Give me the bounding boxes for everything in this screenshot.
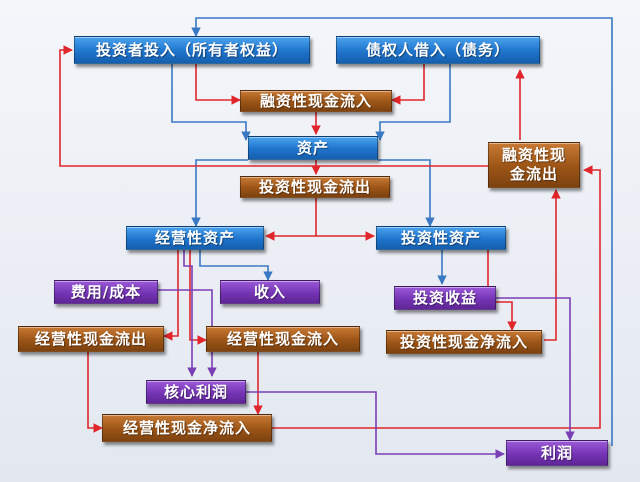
node-expense-cost: 费用/成本 (54, 280, 158, 304)
line-finout-to-investor (59, 45, 488, 167)
node-financing-inflow: 融资性现金流入 (240, 90, 392, 112)
line-creditor-to-assets (375, 64, 451, 141)
node-investment-income: 投资收益 (394, 286, 496, 310)
node-investor-input: 投资者投入（所有者权益） (74, 36, 310, 64)
node-invest-cash-outflow: 投资性现金流出 (240, 176, 390, 198)
node-operating-assets: 经营性资产 (126, 226, 264, 250)
node-assets: 资产 (248, 136, 378, 160)
line-creditor-to-fininflow (391, 64, 425, 105)
node-revenue: 收入 (220, 280, 320, 304)
node-financing-outflow: 融资性现金流出 (488, 142, 580, 188)
node-creditor-loan: 债权人借入（债务） (336, 36, 540, 64)
line-operating-to-revenue (199, 250, 273, 281)
node-operating-cash-outflow: 经营性现金流出 (18, 326, 164, 352)
line-assets-to-operating (191, 159, 248, 227)
line-profit-to-investor (191, 17, 613, 446)
line-opcashout-to-netinflow (87, 352, 103, 433)
line-coreprofit-to-profit (246, 391, 505, 459)
node-core-profit: 核心利润 (146, 380, 246, 404)
line-opassets-to-opcashin (189, 250, 207, 345)
line-investor-to-assets (171, 64, 251, 141)
line-assets-to-investment (378, 159, 435, 227)
line-opassets-to-coreprofit (183, 250, 197, 377)
node-profit: 利润 (506, 440, 608, 466)
node-operating-net-inflow: 经营性现金净流入 (102, 414, 272, 442)
line-netinflow-to-finout (272, 165, 601, 429)
line-invassets-to-invnet (487, 250, 517, 331)
node-investment-assets: 投资性资产 (376, 226, 506, 250)
line-investor-to-fininflow (195, 64, 241, 105)
node-invest-net-inflow: 投资性现金净流入 (386, 330, 542, 354)
line-income-to-profit (496, 297, 575, 441)
line-expense-to-coreprofit (158, 289, 217, 377)
node-operating-cash-inflow: 经营性现金流入 (206, 326, 360, 352)
line-opassets-to-opcashout (163, 250, 179, 341)
line-invnet-to-finout (544, 189, 561, 341)
